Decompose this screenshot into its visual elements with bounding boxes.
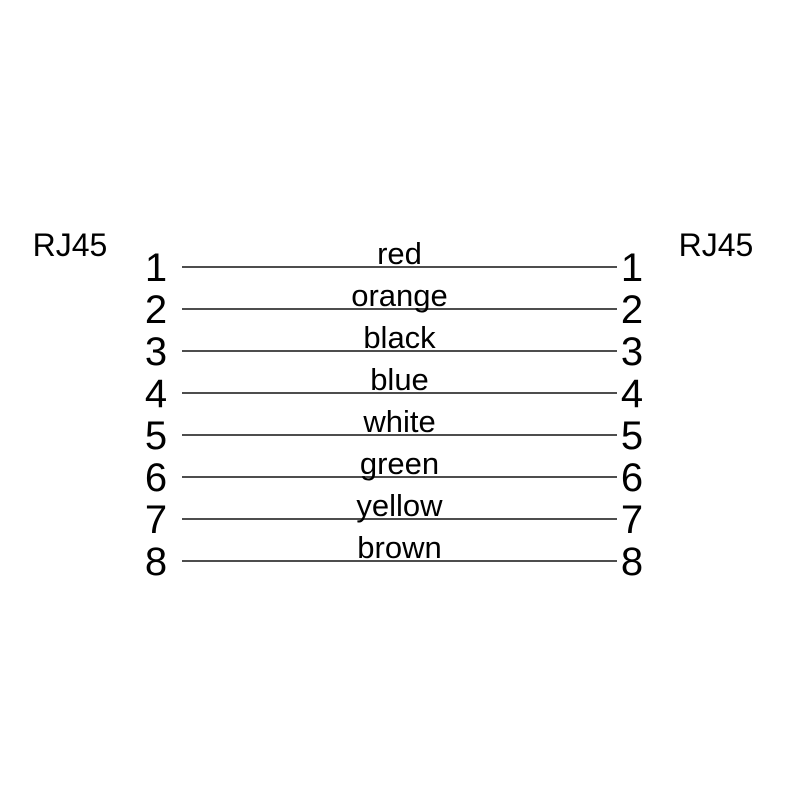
- pin-number-left: 8: [144, 540, 168, 584]
- wire-color-label: orange: [351, 278, 448, 313]
- connector-label-right: RJ45: [678, 227, 754, 263]
- pin-number-right: 4: [620, 372, 644, 416]
- pin-number-left: 3: [144, 330, 168, 374]
- wire-line: [182, 434, 617, 436]
- pin-number-left: 5: [144, 414, 168, 458]
- pin-number-left: 1: [144, 246, 168, 290]
- wire-color-label: white: [363, 404, 436, 439]
- wire-line: [182, 560, 617, 562]
- pin-number-right: 2: [620, 288, 644, 332]
- pin-number-left: 7: [144, 498, 168, 542]
- pin-number-right: 6: [620, 456, 644, 500]
- pin-number-right: 7: [620, 498, 644, 542]
- wire-color-label: blue: [370, 362, 429, 397]
- pin-number-right: 1: [620, 246, 644, 290]
- wire-color-label: black: [363, 320, 436, 355]
- connector-label-left: RJ45: [32, 227, 108, 263]
- pin-number-left: 6: [144, 456, 168, 500]
- pin-number-right: 3: [620, 330, 644, 374]
- wire-line: [182, 308, 617, 310]
- pin-number-left: 4: [144, 372, 168, 416]
- wire-color-label: brown: [357, 530, 442, 565]
- wire-color-label: yellow: [356, 488, 443, 523]
- wire-line: [182, 266, 617, 268]
- pin-number-right: 5: [620, 414, 644, 458]
- wire-line: [182, 392, 617, 394]
- wire-color-label: green: [359, 446, 440, 481]
- pin-number-left: 2: [144, 288, 168, 332]
- pin-number-right: 8: [620, 540, 644, 584]
- wire-color-label: red: [377, 236, 422, 271]
- wire-line: [182, 476, 617, 478]
- wire-line: [182, 518, 617, 520]
- wire-line: [182, 350, 617, 352]
